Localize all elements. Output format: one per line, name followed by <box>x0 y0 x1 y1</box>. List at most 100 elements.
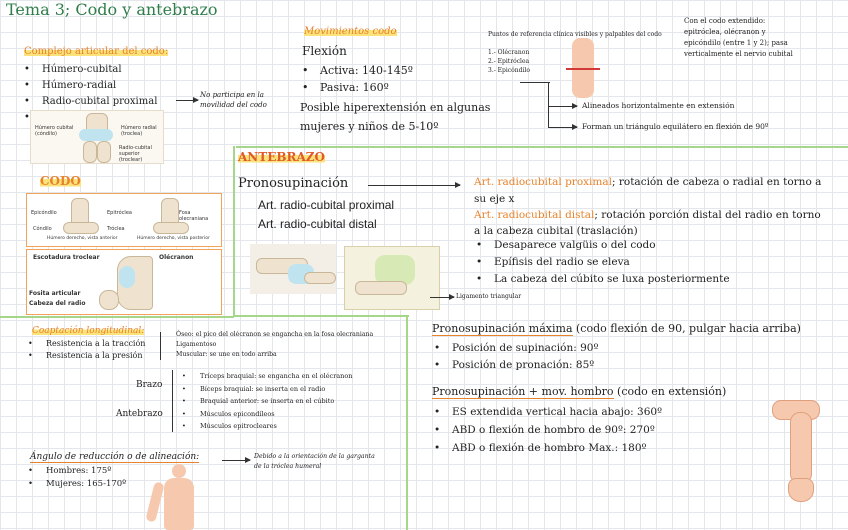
muscles-brace <box>172 370 179 432</box>
divider-v-right <box>406 315 408 530</box>
list-item: Epífisis del radio se eleva <box>474 254 730 271</box>
divider-h-top <box>236 146 848 148</box>
list-item: ABD o flexión de hombro de 90º: 270º <box>432 421 662 439</box>
referencia-list: 1.- Olécranon 2.- Epitróclea 3.- Epicónd… <box>488 48 530 75</box>
list-item: Tríceps braquial: se engancha en el oléc… <box>180 370 352 383</box>
coaptacion-heading: Coaptación longitudinal: <box>32 326 145 336</box>
list-item: 1.- Olécranon <box>488 49 530 56</box>
list-item: ES extendida vertical hacia abajo: 360º <box>432 403 662 421</box>
humerus-anterior-condyle <box>63 222 99 234</box>
radius-shape <box>83 141 97 163</box>
divider-h-left <box>0 316 234 318</box>
coaptacion-muscular: Muscular: se une en todo arriba <box>176 351 277 358</box>
img-label: Epitróclea <box>107 210 132 216</box>
arm-illustration-hand <box>788 478 814 502</box>
body-figure-arm <box>145 481 165 523</box>
list-item: Hombres: 175º <box>26 465 126 478</box>
img-label: Cabeza del radio <box>29 300 86 307</box>
ligamento-arrow <box>430 292 455 302</box>
list-item: Posición de pronación: 85º <box>432 357 598 374</box>
elbow-joint-image: Húmero cubital (cóndilo) Húmero radial (… <box>30 110 164 164</box>
img-label: Húmero cubital (cóndilo) <box>35 125 74 137</box>
complejo-heading: Complejo articular del codo: <box>24 46 169 57</box>
divider-v-mid <box>233 146 235 316</box>
movimientos-heading: Movimientos codo <box>304 26 397 37</box>
codo-ulna-image: Escotadura troclear Olécranon Fosita art… <box>26 249 222 315</box>
flexion-label: Flexión <box>302 44 347 58</box>
radius-head-shape <box>99 290 119 310</box>
body-figure-head <box>172 464 186 478</box>
img-caption: Húmero derecho, vista posterior <box>137 236 210 241</box>
list-item: Resistencia a la tracción <box>26 338 145 350</box>
hiperextension-text: Posible hiperextensión en algunas mujere… <box>300 101 491 133</box>
img-label: Húmero radial (troclea) <box>121 125 157 137</box>
list-item: Bíceps braquial: se inserta en el radio <box>180 383 352 396</box>
cartilage-region <box>375 255 415 285</box>
complejo-arrow <box>176 95 199 105</box>
humerus-posterior-condyle <box>153 222 189 234</box>
referencia-arrow-2 <box>549 122 578 132</box>
referencia-note-top: Con el codo extendido: epitróclea, olécr… <box>684 17 793 58</box>
codo-heading: CODO <box>40 174 81 188</box>
list-item: Húmero-cubital <box>22 62 157 78</box>
list-item: La cabeza del cúbito se luxa posteriorme… <box>474 271 730 288</box>
list-item: Radio-cubital proximal <box>22 94 157 110</box>
complejo-note: No participa en la movilidad del codo <box>200 91 267 109</box>
art-proximal: Art. radio-cubital proximal <box>258 198 395 212</box>
antebrazo-heading: ANTEBRAZO <box>238 150 325 164</box>
img-label: Tróclea <box>107 226 125 232</box>
complejo-list: Húmero-cubital Húmero-radial Radio-cubit… <box>22 62 157 126</box>
antebrazo-label: Antebrazo <box>116 409 163 419</box>
landmark-line <box>566 68 600 70</box>
list-item: 3.- Epicóndilo <box>488 67 530 74</box>
img-label: Cóndilo <box>33 226 52 232</box>
trochlear-notch-shape <box>119 266 135 288</box>
muscles-list: Tríceps braquial: se engancha en el oléc… <box>180 370 352 433</box>
img-label: Fosa olecraniana <box>179 210 209 222</box>
angulo-list: Hombres: 175º Mujeres: 165-170º <box>26 465 126 491</box>
radius-distal-shape <box>355 281 407 295</box>
radius-shape <box>304 272 336 284</box>
coaptacion-brace <box>160 332 167 360</box>
list-item: Húmero-radial <box>22 78 157 94</box>
radioulnar-distal-image <box>344 246 440 310</box>
arts-list: Art. radio-cubital proximal Art. radio-c… <box>258 196 394 234</box>
maxima-list: Posición de supinación: 90º Posición de … <box>432 340 598 374</box>
list-item: Músculos epicondíleos <box>180 408 352 421</box>
list-item: Músculos epitrocleares <box>180 420 352 433</box>
body-figure-torso <box>164 478 194 530</box>
img-label: Epicóndilo <box>31 210 57 216</box>
flexion-list: Activa: 140-145º Pasiva: 160º <box>300 62 413 96</box>
pronosupinacion-label: Pronosupinación <box>238 176 349 191</box>
radioulnar-proximal-image <box>250 244 336 294</box>
art-distal: Art. radio-cubital distal <box>258 217 377 231</box>
coaptacion-oseo: Óseo: el pico del olécranon se engancha … <box>176 331 374 338</box>
hombro-heading: Pronosupinación + mov. hombro (codo en e… <box>432 385 727 399</box>
angulo-note: Debido a la orientación de la garganta d… <box>254 453 375 470</box>
list-item: 2.- Epitróclea <box>488 58 530 65</box>
list-item: ABD o flexión de hombro Max.: 180º <box>432 439 662 457</box>
list-item: Mujeres: 165-170º <box>26 478 126 491</box>
hombro-list: ES extendida vertical hacia abajo: 360º … <box>432 403 662 457</box>
radiocubital-distal-desc: Art. radiocubital distal; rotación porci… <box>474 209 821 237</box>
coaptacion-ligamentoso: Ligamentoso <box>176 341 217 348</box>
divider-h-mid <box>233 315 409 317</box>
img-label: Escotadura troclear <box>33 254 100 261</box>
connector-line-h <box>520 82 550 84</box>
referencia-heading: Puntos de referencia clínica visibles y … <box>488 31 662 38</box>
connector-line <box>548 82 550 128</box>
elbow-photo <box>566 38 600 98</box>
maxima-heading: Pronosupinación máxima (codo flexión de … <box>432 322 801 336</box>
codo-humerus-image: Epicóndilo Epitróclea Fosa olecraniana C… <box>26 193 222 247</box>
referencia-arrow-2-text: Forman un triángulo equilátero en flexió… <box>582 122 769 131</box>
angulo-arrow <box>222 455 251 465</box>
img-label: Fosita articular <box>29 290 81 297</box>
angulo-heading: Ángulo de reducción o de alineación: <box>30 452 200 463</box>
ligamento-label: Ligamento triangular <box>456 293 522 300</box>
arm-illustration-lower <box>790 412 812 484</box>
referencia-arrow-1-text: Alineados horizontalmente en extensión <box>582 101 735 110</box>
img-caption: Húmero derecho, vista anterior <box>47 236 118 241</box>
coaptacion-list: Resistencia a la tracción Resistencia a … <box>26 338 145 362</box>
list-item: Braquial anterior: se inserta en el cúbi… <box>180 395 352 408</box>
antebrazo-effects-list: Desaparece valgüis o del codo Epífisis d… <box>474 237 730 288</box>
